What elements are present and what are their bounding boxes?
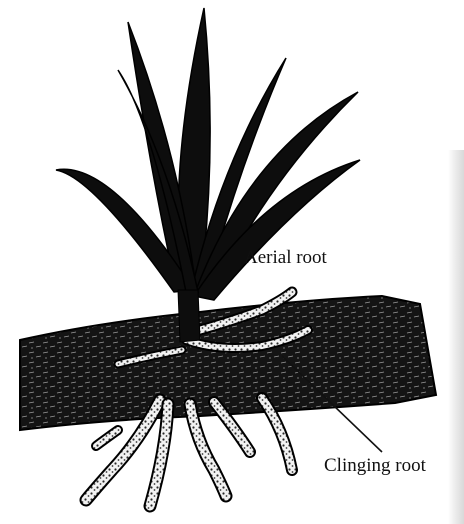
clinging-root-label: Clinging root xyxy=(324,456,426,475)
aerial-root-label: Aerial root xyxy=(244,248,327,267)
stem-base xyxy=(178,290,200,342)
